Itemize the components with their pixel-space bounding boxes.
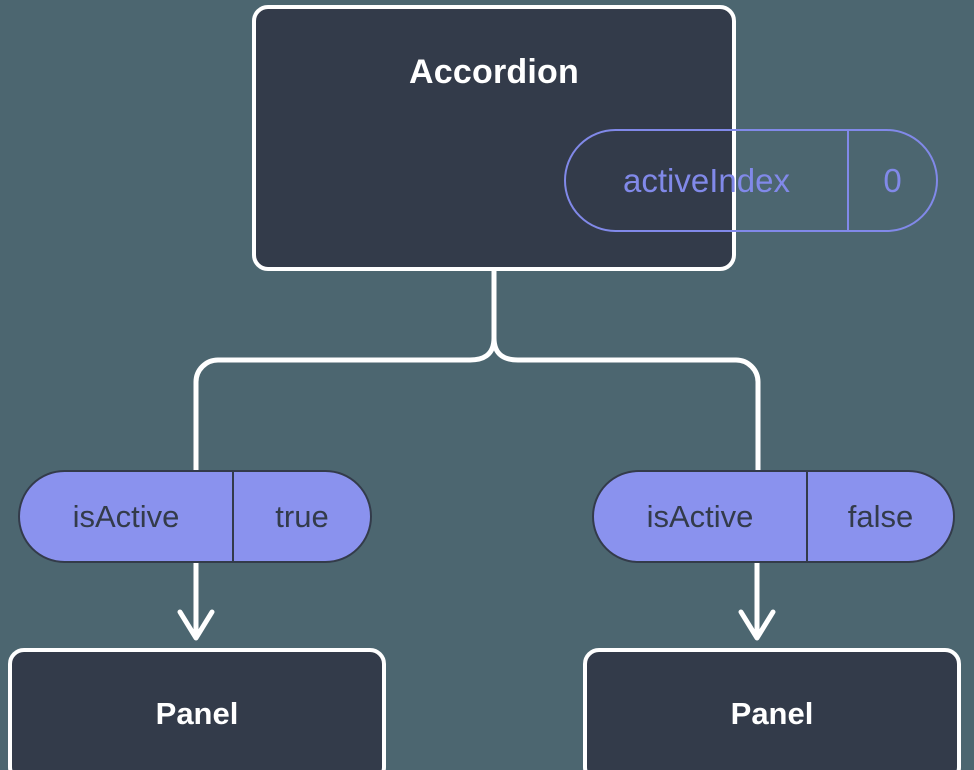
arrow-head-right-icon: [738, 609, 776, 641]
prop-pill-value-left: true: [275, 498, 329, 534]
connector-branch-left: [193, 337, 497, 470]
prop-pill-key-right: isActive: [594, 472, 808, 561]
state-badge-value: 0: [883, 161, 902, 199]
state-badge-active-index[interactable]: activeIndex 0: [564, 129, 938, 232]
accordion-component-node[interactable]: Accordion activeIndex 0: [252, 5, 938, 271]
connector-branch-right: [491, 337, 761, 470]
panel-component-node-right[interactable]: Panel: [583, 648, 961, 770]
prop-pill-value-right: false: [847, 498, 914, 534]
panel-component-node-left[interactable]: Panel: [8, 648, 386, 770]
accordion-title: Accordion: [409, 53, 579, 91]
prop-pill-is-active-false[interactable]: isActive false: [592, 470, 955, 563]
prop-pill-key-left: isActive: [20, 472, 234, 561]
panel-title-right: Panel: [730, 696, 814, 731]
prop-pill-is-active-true[interactable]: isActive true: [18, 470, 372, 563]
state-badge-key: activeIndex: [566, 131, 849, 230]
arrow-head-left-icon: [177, 609, 215, 641]
panel-title-left: Panel: [155, 696, 239, 731]
